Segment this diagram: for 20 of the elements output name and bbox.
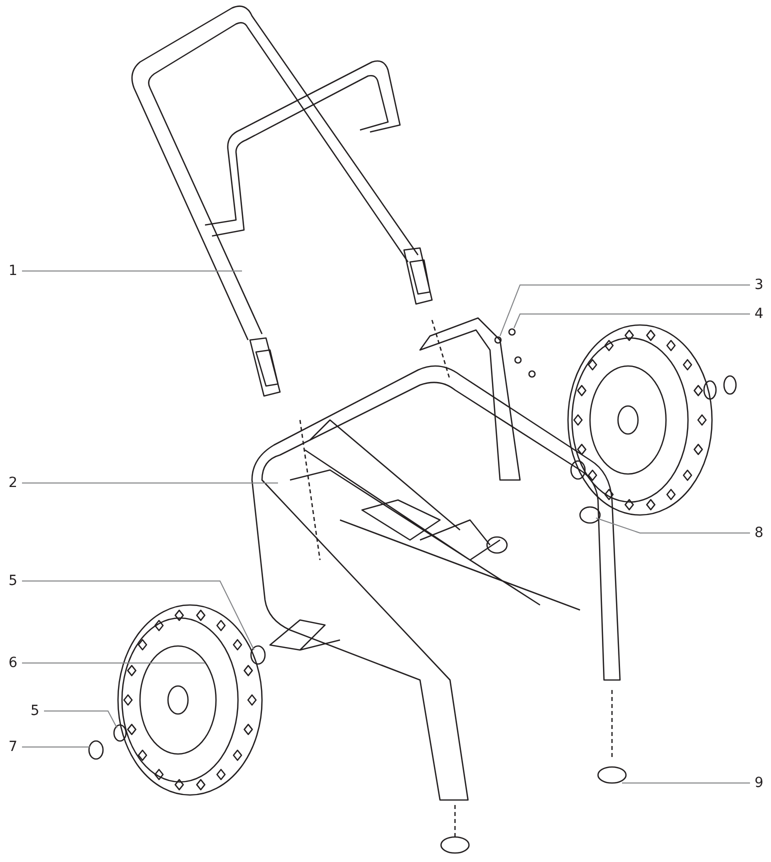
callout-number: 4 <box>752 305 766 323</box>
callout-number: 9 <box>752 774 766 792</box>
leader-line <box>22 482 278 484</box>
leader-line <box>596 518 750 534</box>
callout-number: 8 <box>752 524 766 542</box>
callout-number: 5 <box>28 702 42 720</box>
callout-number: 1 <box>6 262 20 280</box>
leader-line <box>22 270 242 272</box>
leader-line <box>22 662 206 664</box>
callout-number: 3 <box>752 276 766 294</box>
callout-number: 7 <box>6 738 20 756</box>
leader-line <box>44 710 118 728</box>
leader-line <box>500 284 750 336</box>
leader-line <box>514 314 750 328</box>
leader-line <box>622 782 750 784</box>
leader-line <box>22 580 254 650</box>
callout-number: 5 <box>6 572 20 590</box>
leader-line <box>22 746 90 748</box>
callout-number: 6 <box>6 654 20 672</box>
callout-number: 2 <box>6 474 20 492</box>
